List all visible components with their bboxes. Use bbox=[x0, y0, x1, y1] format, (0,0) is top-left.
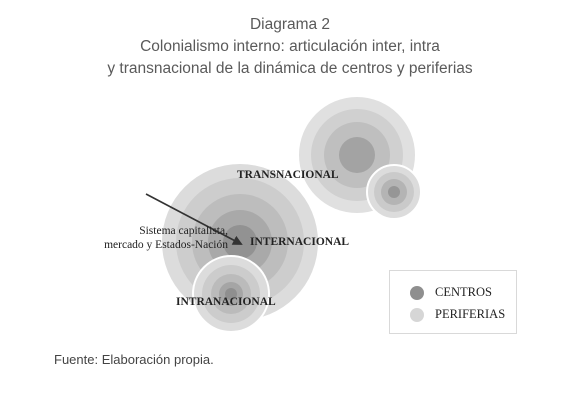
legend-label-centros: CENTROS bbox=[435, 285, 492, 299]
centros-swatch-icon bbox=[410, 285, 424, 300]
diagram-title: Diagrama 2 Colonialismo interno: articul… bbox=[0, 14, 580, 80]
arrow bbox=[145, 193, 243, 245]
annotation-line-1: Sistema capitalista, bbox=[139, 225, 228, 237]
annotation-line-2: mercado y Estados-Nación bbox=[104, 239, 228, 251]
periferias-swatch-icon bbox=[410, 307, 424, 322]
title-line-1: Diagrama 2 bbox=[249, 16, 331, 33]
ring-intranacional-core bbox=[225, 288, 237, 300]
label-intranacional: INTRANACIONAL bbox=[176, 296, 276, 308]
ring-satellite-core bbox=[388, 186, 400, 198]
legend: CENTROS PERIFERIAS bbox=[389, 270, 517, 334]
satellite-circles bbox=[366, 164, 422, 220]
legend-item-centros: CENTROS bbox=[410, 285, 492, 300]
title-line-2: Colonialismo interno: articulación inter… bbox=[140, 38, 440, 55]
label-internacional: INTERNACIONAL bbox=[250, 236, 349, 248]
legend-label-periferias: PERIFERIAS bbox=[435, 307, 506, 321]
source-note: Fuente: Elaboración propia. bbox=[54, 352, 214, 367]
ring-transnacional-core bbox=[339, 137, 375, 173]
label-transnacional: TRANSNACIONAL bbox=[237, 169, 339, 181]
intranacional-circles bbox=[192, 255, 270, 333]
title-line-3: y transnacional de la dinámica de centro… bbox=[107, 60, 473, 77]
legend-item-periferias: PERIFERIAS bbox=[410, 307, 505, 322]
